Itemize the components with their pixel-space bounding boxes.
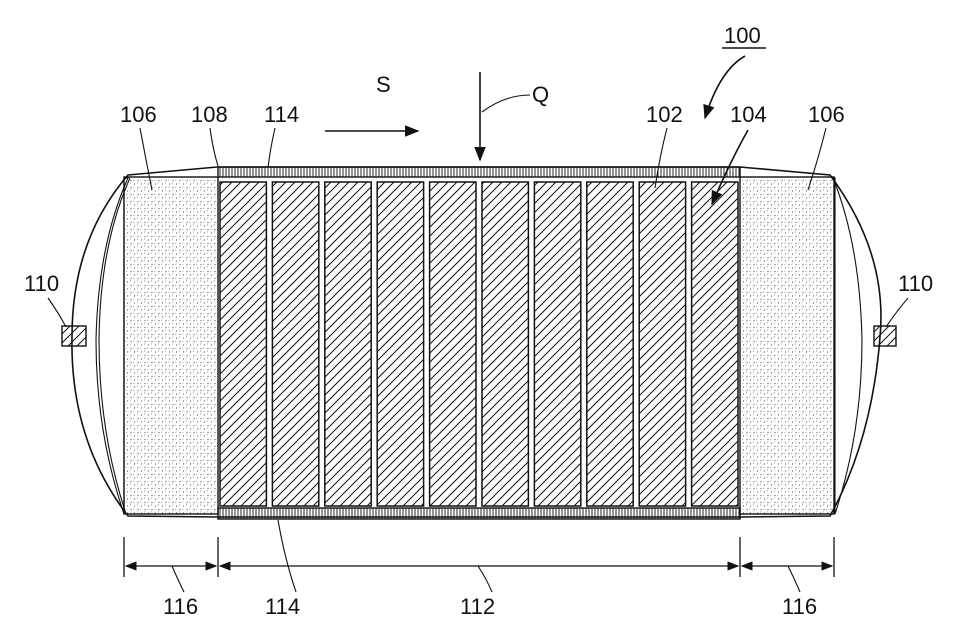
bottom-band-leader (278, 520, 296, 592)
battery-cell (430, 182, 476, 506)
top-band-label: 114 (264, 102, 299, 127)
end-cap-right (833, 178, 862, 514)
end-region-right-label: 116 (782, 594, 817, 619)
end-block-left (124, 177, 218, 514)
casing-leader (210, 128, 218, 166)
cell-group (220, 182, 738, 506)
cell-leader (655, 128, 667, 188)
terminal-right-label: 110 (898, 271, 933, 296)
end-block-right-label: 106 (808, 102, 845, 127)
direction-q-label: Q (532, 82, 549, 107)
battery-cell (482, 182, 528, 506)
assembly-label: 100 (724, 23, 761, 48)
end-region-right-leader (788, 566, 800, 592)
direction-s-label: S (376, 72, 391, 97)
bottom-band-label: 114 (265, 594, 300, 619)
cell-label: 102 (646, 102, 683, 127)
terminal-right-leader (886, 298, 908, 327)
battery-cell (534, 182, 580, 506)
terminal-left (62, 326, 86, 346)
battery-cell (220, 182, 266, 506)
cell-region-label: 112 (460, 594, 495, 619)
cell-region-leader (478, 566, 492, 592)
battery-cell (325, 182, 371, 506)
terminal-right (874, 326, 896, 346)
cell-arrow-label: 104 (730, 102, 767, 127)
casing-label: 108 (191, 102, 228, 127)
end-block-left-label: 106 (120, 102, 157, 127)
terminal-left-leader (48, 298, 66, 327)
battery-cell (272, 182, 318, 506)
battery-cell (587, 182, 633, 506)
top-band-leader (268, 128, 275, 168)
top-band (218, 167, 740, 177)
battery-cell (692, 182, 738, 506)
end-block-right (740, 177, 834, 514)
end-region-left-label: 116 (163, 594, 198, 619)
end-region-left-leader (172, 566, 184, 592)
battery-cell (377, 182, 423, 506)
battery-cell (639, 182, 685, 506)
direction-q-leader (482, 95, 530, 112)
terminal-left-label: 110 (24, 271, 59, 296)
bottom-band (218, 508, 740, 519)
